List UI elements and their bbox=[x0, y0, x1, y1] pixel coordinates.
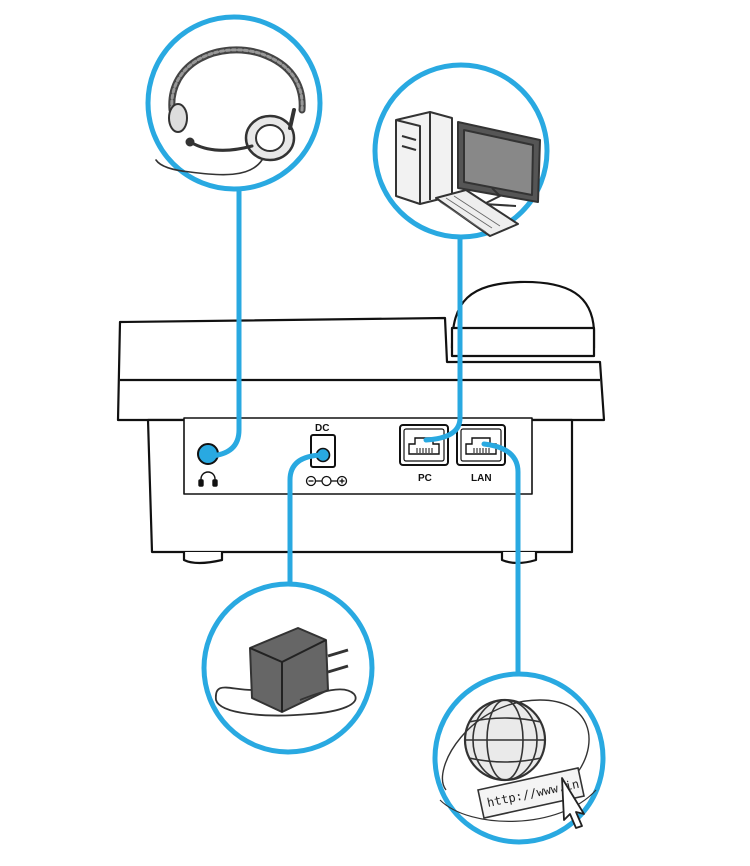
dc-polarity-icon bbox=[305, 475, 348, 487]
handset-base bbox=[450, 326, 596, 358]
internet-callout: http://www.in bbox=[432, 671, 606, 845]
internet-globe-icon bbox=[439, 698, 597, 822]
power-adapter-icon bbox=[215, 627, 357, 717]
phone-body bbox=[116, 280, 606, 565]
connector-line-power bbox=[287, 452, 325, 587]
headset-symbol-icon bbox=[198, 471, 218, 487]
headset-icon bbox=[155, 46, 306, 176]
headset-callout bbox=[145, 14, 323, 192]
connector-line-computer bbox=[423, 235, 463, 443]
lan-ethernet-port[interactable] bbox=[456, 424, 506, 466]
pc-ethernet-port[interactable] bbox=[399, 424, 449, 466]
pc-port-label: PC bbox=[418, 473, 432, 484]
connector-line-internet bbox=[481, 441, 521, 676]
lan-port-label: LAN bbox=[471, 473, 492, 484]
computer-icon bbox=[395, 111, 541, 237]
phone-foot-left bbox=[182, 552, 224, 565]
dc-port-label: DC bbox=[315, 423, 329, 434]
dc-power-port[interactable] bbox=[310, 434, 336, 468]
connector-line-headset bbox=[207, 187, 242, 459]
power-adapter-callout bbox=[201, 581, 375, 755]
computer-callout bbox=[372, 62, 550, 240]
cursor-arrow-icon bbox=[561, 777, 585, 829]
